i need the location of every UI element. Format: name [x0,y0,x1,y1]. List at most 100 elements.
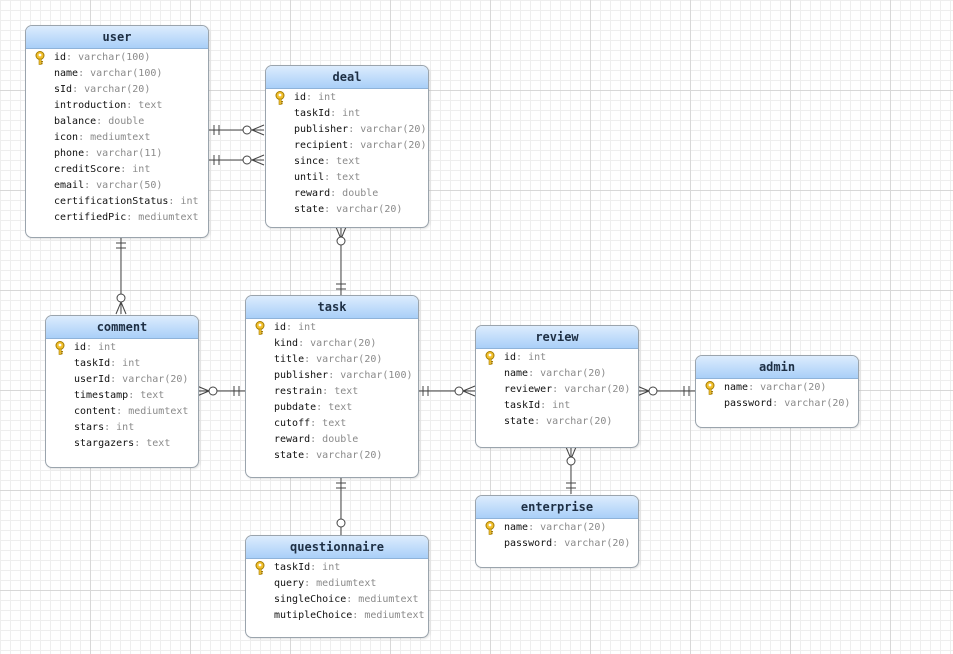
field-type: mediumtext [364,610,425,621]
field-row[interactable]: title: varchar(20) [246,352,418,368]
field-name: publisher [294,124,349,135]
field-row[interactable]: id: int [246,320,418,336]
field-row[interactable]: pubdate: text [246,400,418,416]
table-admin[interactable]: admin name: varchar(20)password: varchar… [695,355,859,428]
field-row[interactable]: singleChoice: mediumtext [246,592,428,608]
field-type: text [336,172,361,183]
field-row[interactable]: phone: varchar(11) [26,146,208,162]
field-row[interactable]: userId: varchar(20) [46,372,198,388]
field-row[interactable]: stargazers: text [46,436,198,452]
field-row[interactable]: password: varchar(20) [696,396,858,412]
field-row[interactable]: taskId: int [46,356,198,372]
field-row[interactable]: restrain: text [246,384,418,400]
field-row[interactable]: taskId: int [246,560,428,576]
field-type: int [318,92,337,103]
relationship-task-deal[interactable] [335,226,347,295]
relationship-user-comment[interactable] [115,237,127,315]
field-separator: : [322,386,335,397]
field-row[interactable]: id: varchar(100) [26,50,208,66]
field-name: since [294,156,325,167]
field-row[interactable]: publisher: varchar(20) [266,122,428,138]
field-row[interactable]: until: text [266,170,428,186]
field-row[interactable]: creditScore: int [26,162,208,178]
field-type: text [146,438,171,449]
field-separator: : [168,196,181,207]
field-row[interactable]: state: varchar(20) [476,414,638,430]
field-type: int [122,358,141,369]
field-row[interactable]: name: varchar(20) [476,520,638,536]
relationship-user-deal-2[interactable] [208,154,265,166]
field-separator: : [330,108,343,119]
field-row[interactable]: name: varchar(20) [476,366,638,382]
field-row[interactable]: taskId: int [476,398,638,414]
field-row[interactable]: balance: double [26,114,208,130]
field-row[interactable]: reward: double [266,186,428,202]
field-row[interactable]: publisher: varchar(100) [246,368,418,384]
field-name: introduction [54,100,127,111]
field-name: query [274,578,305,589]
field-row[interactable]: cutoff: text [246,416,418,432]
field-row[interactable]: id: int [46,340,198,356]
field-type: int [552,400,571,411]
field-row[interactable]: taskId: int [266,106,428,122]
field-row[interactable]: content: mediumtext [46,404,198,420]
field-row[interactable]: id: int [266,90,428,106]
field-row[interactable]: reward: double [246,432,418,448]
field-row[interactable]: timestamp: text [46,388,198,404]
field-type: varchar(20) [564,384,631,395]
field-type: int [132,164,151,175]
field-type: varchar(100) [78,52,151,63]
field-name: userId [74,374,111,385]
field-type: mediumtext [128,406,189,417]
field-type: int [322,562,341,573]
field-name: mutipleChoice [274,610,353,621]
table-user[interactable]: user id: varchar(100)name: varchar(100)s… [25,25,209,238]
field-row[interactable]: name: varchar(20) [696,380,858,396]
relationship-task-comment[interactable] [196,385,245,397]
field-separator: : [516,352,529,363]
table-enterprise[interactable]: enterprise name: varchar(20)password: va… [475,495,639,568]
field-row[interactable]: stars: int [46,420,198,436]
field-type: varchar(20) [540,522,607,533]
field-separator: : [324,204,337,215]
field-row[interactable]: certifiedPic: mediumtext [26,210,208,226]
field-row[interactable]: reviewer: varchar(20) [476,382,638,398]
field-row[interactable]: since: text [266,154,428,170]
field-row[interactable]: certificationStatus: int [26,194,208,210]
field-row[interactable]: id: int [476,350,638,366]
field-row[interactable]: sId: varchar(20) [26,82,208,98]
relationship-user-deal-1[interactable] [208,124,265,136]
field-name: certificationStatus [54,196,169,207]
field-row[interactable]: kind: varchar(20) [246,336,418,352]
field-row[interactable]: email: varchar(50) [26,178,208,194]
field-name: balance [54,116,97,127]
field-row[interactable]: query: mediumtext [246,576,428,592]
table-title: user [26,26,208,49]
field-type: mediumtext [316,578,377,589]
field-name: reward [274,434,311,445]
field-type: text [334,386,359,397]
field-row[interactable]: password: varchar(20) [476,536,638,552]
relationship-admin-review[interactable] [636,385,695,397]
field-type: int [342,108,361,119]
field-row[interactable]: icon: mediumtext [26,130,208,146]
relationship-task-questionnaire[interactable] [336,477,346,535]
field-separator: : [86,342,99,353]
field-row[interactable]: name: varchar(100) [26,66,208,82]
relationship-enterprise-review[interactable] [565,446,577,494]
field-type: varchar(20) [310,338,377,349]
field-row[interactable]: state: varchar(20) [266,202,428,218]
field-row[interactable]: state: varchar(20) [246,448,418,464]
field-row[interactable]: mutipleChoice: mediumtext [246,608,428,624]
field-row[interactable]: introduction: text [26,98,208,114]
field-row[interactable]: recipient: varchar(20) [266,138,428,154]
relationship-task-review[interactable] [417,385,476,397]
field-type: mediumtext [138,212,199,223]
